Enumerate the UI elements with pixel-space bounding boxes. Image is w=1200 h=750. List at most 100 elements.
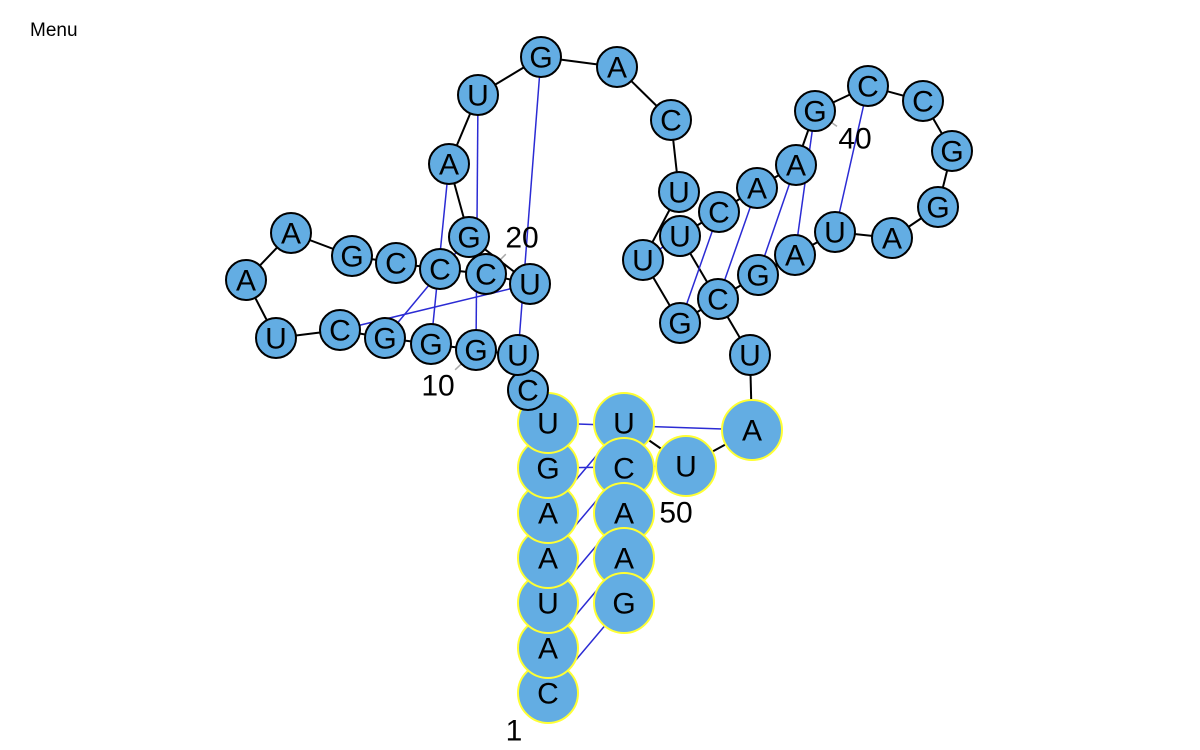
nucleotide-circle[interactable] bbox=[698, 191, 740, 233]
nucleotide-29[interactable]: U bbox=[622, 239, 664, 281]
nucleotide-circle[interactable] bbox=[455, 329, 497, 371]
nucleotide-circle[interactable] bbox=[520, 36, 562, 78]
nucleotide-8[interactable]: C bbox=[507, 369, 549, 411]
nucleotide-46[interactable]: A bbox=[721, 399, 783, 461]
nucleotide-letter: A bbox=[614, 498, 634, 531]
nucleotide-5[interactable]: A bbox=[517, 482, 579, 544]
nucleotide-30[interactable]: G bbox=[659, 302, 701, 344]
nucleotide-circle[interactable] bbox=[457, 74, 499, 116]
nucleotide-circle[interactable] bbox=[497, 334, 539, 376]
nucleotide-letter: C bbox=[329, 315, 351, 348]
nucleotide-15[interactable]: A bbox=[225, 259, 267, 301]
nucleotide-circle[interactable] bbox=[775, 144, 817, 186]
nucleotide-11[interactable]: G bbox=[410, 323, 452, 365]
nucleotide-letter: U bbox=[537, 588, 559, 621]
nucleotide-circle[interactable] bbox=[596, 46, 638, 88]
nucleotide-circle[interactable] bbox=[814, 211, 856, 253]
nucleotide-circle[interactable] bbox=[737, 254, 779, 296]
nucleotide-20[interactable]: C bbox=[465, 253, 507, 295]
nucleotide-circle[interactable] bbox=[410, 323, 452, 365]
nucleotide-letter: G bbox=[940, 136, 963, 169]
nucleotide-circle[interactable] bbox=[448, 216, 490, 258]
nucleotide-37[interactable]: G bbox=[931, 130, 973, 172]
nucleotide-26[interactable]: A bbox=[596, 46, 638, 88]
nucleotide-circle[interactable] bbox=[319, 309, 361, 351]
nucleotide-18[interactable]: C bbox=[375, 242, 417, 284]
base-pair-line bbox=[834, 85, 869, 233]
nucleotide-2[interactable]: A bbox=[517, 617, 579, 679]
nucleotide-circle[interactable] bbox=[729, 334, 771, 376]
nucleotide-circle[interactable] bbox=[622, 239, 664, 281]
nucleotide-21[interactable]: U bbox=[509, 263, 551, 305]
nucleotide-19[interactable]: C bbox=[419, 248, 461, 290]
nucleotide-39[interactable]: C bbox=[847, 65, 889, 107]
nucleotide-23[interactable]: A bbox=[428, 143, 470, 185]
nucleotide-51[interactable]: A bbox=[593, 527, 655, 589]
nucleotide-letter: A bbox=[747, 173, 767, 206]
nucleotide-25[interactable]: G bbox=[520, 36, 562, 78]
nucleotide-circle[interactable] bbox=[465, 253, 507, 295]
nucleotide-circle[interactable] bbox=[364, 317, 406, 359]
nucleotide-45[interactable]: U bbox=[729, 334, 771, 376]
nucleotide-33[interactable]: A bbox=[774, 234, 816, 276]
nucleotide-letter: C bbox=[613, 453, 635, 486]
nucleotide-35[interactable]: A bbox=[871, 217, 913, 259]
nucleotide-24[interactable]: U bbox=[457, 74, 499, 116]
nucleotide-circle[interactable] bbox=[225, 259, 267, 301]
nucleotide-letter: A bbox=[607, 52, 627, 85]
nucleotide-circle[interactable] bbox=[917, 186, 959, 228]
nucleotide-circle[interactable] bbox=[721, 399, 783, 461]
nucleotide-letter: U bbox=[824, 217, 846, 250]
nucleotide-circle[interactable] bbox=[697, 278, 739, 320]
nucleotide-27[interactable]: C bbox=[650, 99, 692, 141]
nucleotide-41[interactable]: A bbox=[775, 144, 817, 186]
nucleotide-circle[interactable] bbox=[902, 80, 944, 122]
nucleotide-circle[interactable] bbox=[509, 263, 551, 305]
nucleotide-36[interactable]: G bbox=[917, 186, 959, 228]
nucleotide-circle[interactable] bbox=[255, 317, 297, 359]
nucleotide-circle[interactable] bbox=[331, 235, 373, 277]
nucleotide-circle[interactable] bbox=[871, 217, 913, 259]
nucleotide-22[interactable]: G bbox=[448, 216, 490, 258]
nucleotide-circle[interactable] bbox=[659, 215, 701, 257]
nucleotide-13[interactable]: C bbox=[319, 309, 361, 351]
nucleotide-43[interactable]: C bbox=[698, 191, 740, 233]
nucleotide-circle[interactable] bbox=[375, 242, 417, 284]
nucleotide-28[interactable]: U bbox=[658, 171, 700, 213]
nucleotide-circle[interactable] bbox=[931, 130, 973, 172]
nucleotide-circle[interactable] bbox=[650, 99, 692, 141]
nucleotide-10[interactable]: G bbox=[455, 329, 497, 371]
nucleotide-circle[interactable] bbox=[774, 234, 816, 276]
nucleotide-circle[interactable] bbox=[794, 90, 836, 132]
nucleotide-circle[interactable] bbox=[428, 143, 470, 185]
nucleotide-9[interactable]: U bbox=[497, 334, 539, 376]
nucleotide-circle[interactable] bbox=[847, 65, 889, 107]
nucleotide-circle[interactable] bbox=[658, 171, 700, 213]
nucleotide-40[interactable]: G bbox=[794, 90, 836, 132]
nucleotide-44[interactable]: U bbox=[659, 215, 701, 257]
nucleotide-34[interactable]: U bbox=[814, 211, 856, 253]
nucleotide-circle[interactable] bbox=[593, 572, 655, 634]
nucleotide-circle[interactable] bbox=[736, 167, 778, 209]
nucleotide-52[interactable]: G bbox=[593, 572, 655, 634]
nucleotide-circle[interactable] bbox=[659, 302, 701, 344]
nucleotide-circle[interactable] bbox=[270, 212, 312, 254]
nucleotide-47[interactable]: U bbox=[655, 435, 717, 497]
nucleotide-49[interactable]: C bbox=[593, 437, 655, 499]
nucleotide-14[interactable]: U bbox=[255, 317, 297, 359]
nucleotide-42[interactable]: A bbox=[736, 167, 778, 209]
nucleotide-38[interactable]: C bbox=[902, 80, 944, 122]
nucleotide-circle[interactable] bbox=[655, 435, 717, 497]
nucleotide-32[interactable]: G bbox=[737, 254, 779, 296]
menu-button[interactable]: Menu bbox=[30, 20, 78, 41]
nucleotide-16[interactable]: A bbox=[270, 212, 312, 254]
nucleotide-1[interactable]: C bbox=[517, 662, 579, 724]
nucleotide-12[interactable]: G bbox=[364, 317, 406, 359]
nucleotide-31[interactable]: C bbox=[697, 278, 739, 320]
nucleotide-17[interactable]: G bbox=[331, 235, 373, 277]
nucleotide-circle[interactable] bbox=[419, 248, 461, 290]
nucleotide-letter: G bbox=[536, 453, 559, 486]
